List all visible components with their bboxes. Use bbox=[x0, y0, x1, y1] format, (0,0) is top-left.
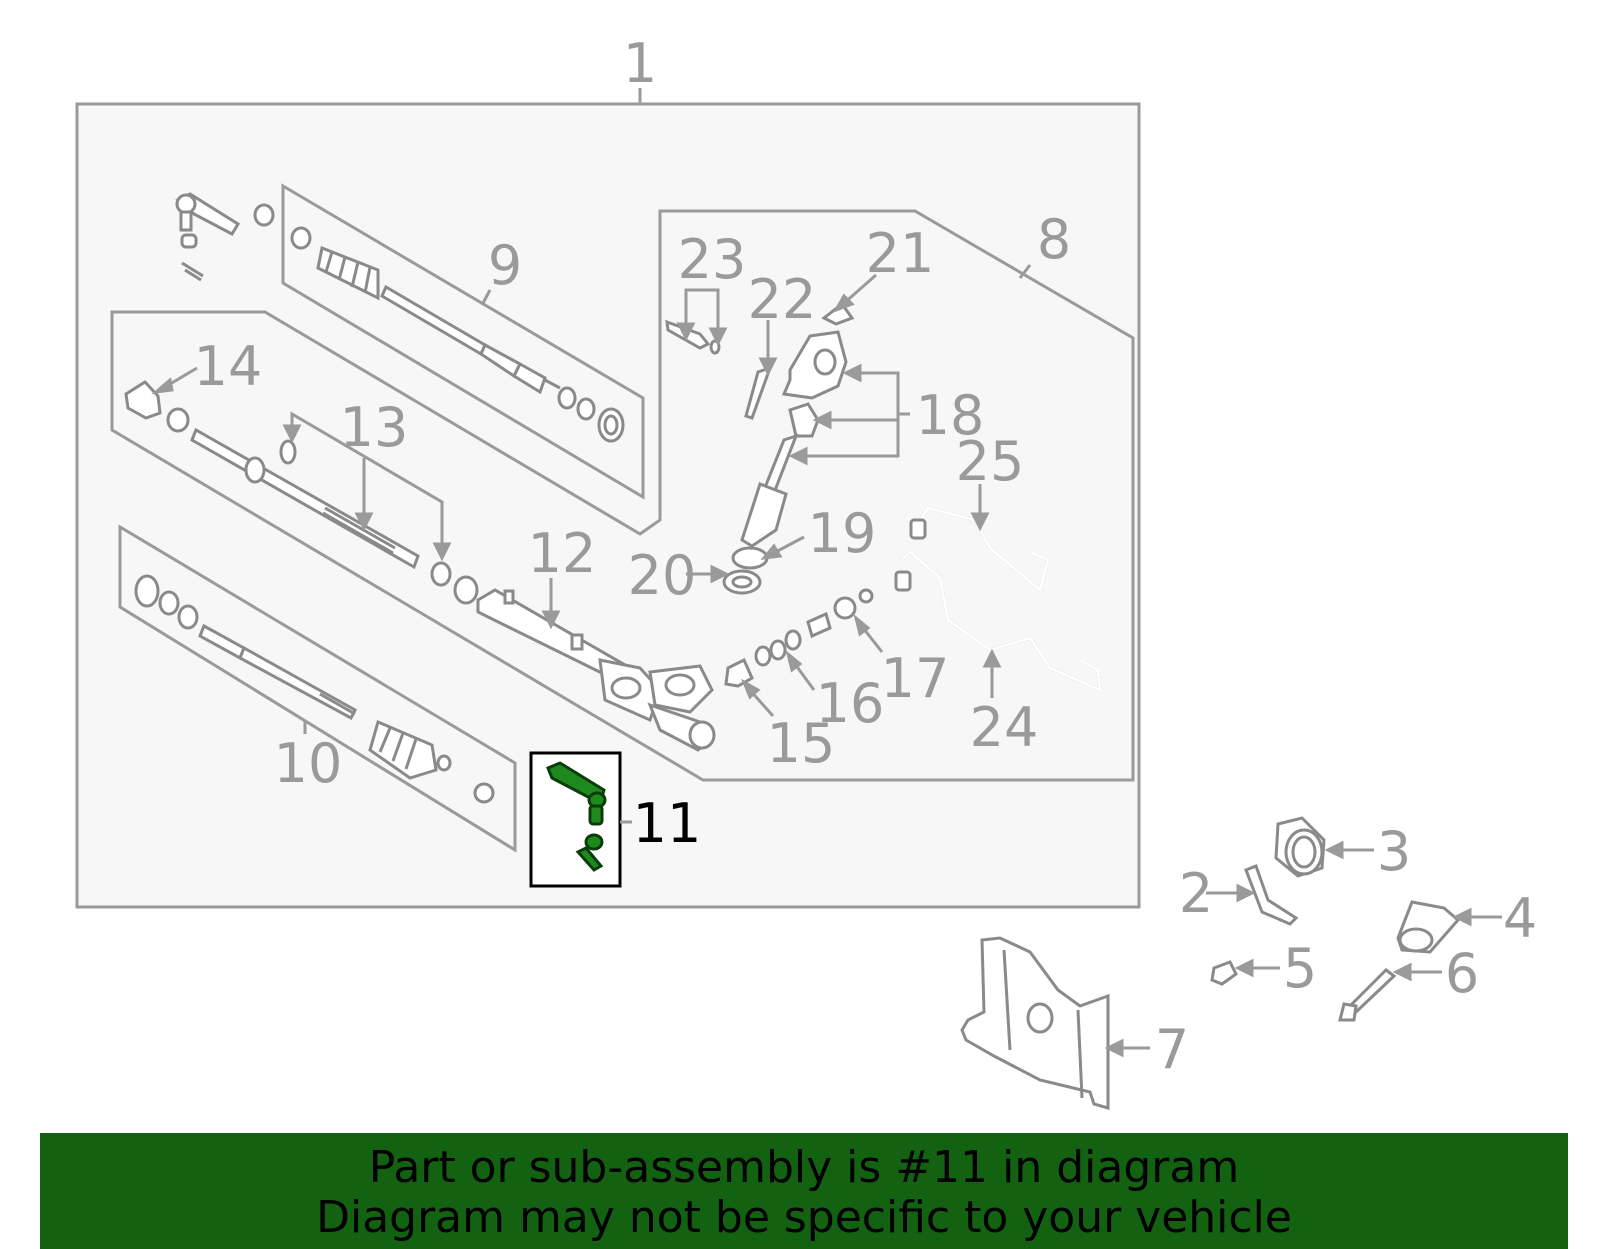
seal-ring-group bbox=[724, 588, 874, 688]
banner-line-2: Diagram may not be specific to your vehi… bbox=[316, 1192, 1292, 1243]
leader-lines bbox=[151, 264, 1502, 1058]
callout-8: 8 bbox=[1037, 208, 1071, 271]
callout-19: 19 bbox=[808, 502, 877, 565]
callout-9: 9 bbox=[488, 234, 522, 297]
rack bbox=[124, 380, 479, 605]
splash-shield-7 bbox=[960, 936, 1110, 1110]
callout-16: 16 bbox=[816, 672, 885, 735]
tie-rod-end-highlighted bbox=[546, 761, 607, 872]
callout-6: 6 bbox=[1445, 942, 1479, 1005]
callout-20: 20 bbox=[628, 544, 697, 607]
callout-7: 7 bbox=[1155, 1018, 1189, 1081]
hydraulic-line-24 bbox=[894, 549, 1102, 693]
banner-line-1: Part or sub-assembly is #11 in diagram bbox=[368, 1142, 1240, 1193]
inner-tie-rod-lower bbox=[134, 574, 495, 804]
bracket-2 bbox=[1244, 864, 1299, 926]
callout-24: 24 bbox=[970, 696, 1039, 759]
callout-11: 11 bbox=[633, 792, 702, 855]
callout-5: 5 bbox=[1283, 937, 1317, 1000]
callout-17: 17 bbox=[881, 647, 950, 710]
rack-housing bbox=[476, 588, 716, 752]
nut-5 bbox=[1210, 960, 1238, 986]
info-banner: Part or sub-assembly is #11 in diagram D… bbox=[40, 1133, 1568, 1249]
callout-1: 1 bbox=[623, 32, 657, 95]
callout-18: 18 bbox=[916, 384, 985, 447]
callout-4: 4 bbox=[1503, 887, 1537, 950]
callout-23: 23 bbox=[678, 228, 747, 291]
callout-10: 10 bbox=[274, 732, 343, 795]
callout-12: 12 bbox=[528, 522, 597, 585]
callout-14: 14 bbox=[194, 335, 263, 398]
hydraulic-line-25 bbox=[909, 506, 1050, 593]
tie-rod-end-upper bbox=[175, 192, 275, 282]
inner-tie-rod-upper bbox=[290, 226, 625, 443]
callout-13: 13 bbox=[340, 396, 409, 459]
callout-22: 22 bbox=[748, 268, 817, 331]
callout-3: 3 bbox=[1377, 820, 1411, 883]
grommet-3 bbox=[1274, 816, 1326, 878]
callout-21: 21 bbox=[866, 222, 935, 285]
callout-25: 25 bbox=[956, 430, 1025, 493]
callout-2: 2 bbox=[1179, 862, 1213, 925]
callout-15: 15 bbox=[767, 712, 836, 775]
bolt-6 bbox=[1338, 968, 1397, 1022]
subpanel-8 bbox=[110, 209, 1135, 782]
pinion-valve-group bbox=[665, 301, 855, 595]
bushing-4 bbox=[1396, 900, 1461, 954]
